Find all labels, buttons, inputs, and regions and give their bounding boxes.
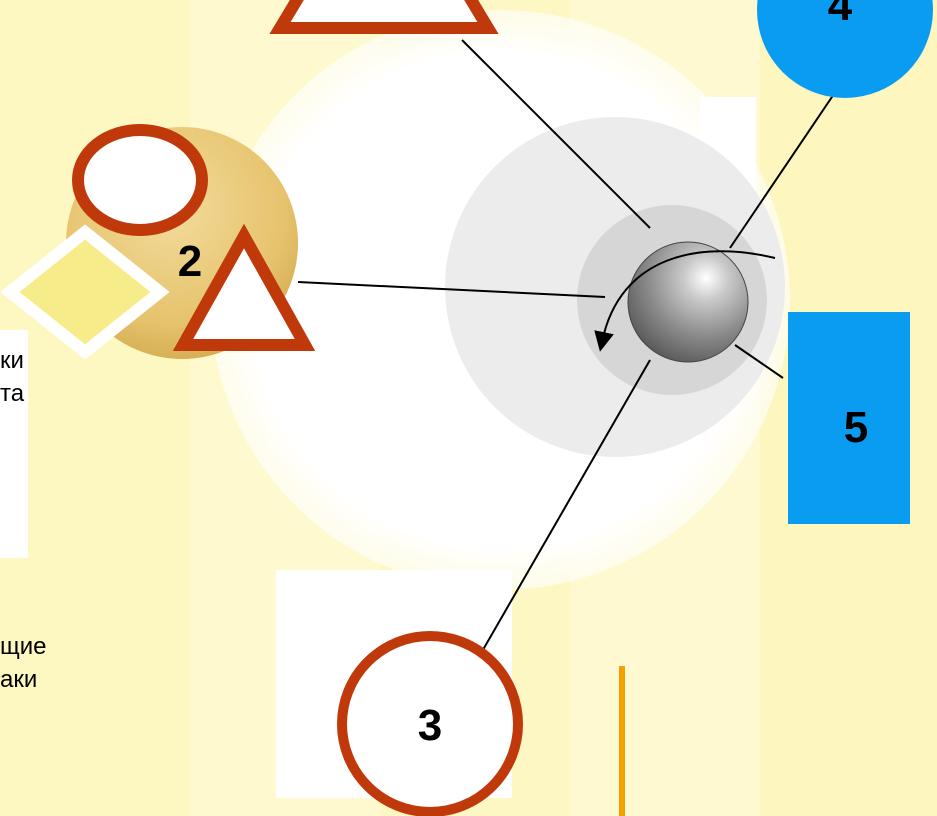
connector-1	[461, 39, 651, 229]
metal-sphere	[627, 241, 749, 363]
connector-2	[297, 281, 606, 298]
blue-rectangle-5	[788, 312, 910, 524]
connector-4	[729, 87, 839, 249]
left-text-block-1: ки та	[0, 344, 24, 410]
connector-5	[734, 344, 784, 379]
red-circle-3	[337, 631, 523, 816]
blue-circle-4	[757, 0, 933, 98]
label-4: 4	[828, 0, 853, 30]
rotation-arrow-icon	[594, 250, 776, 352]
circle-shape-red	[72, 124, 208, 236]
left-text-line-4: аки	[0, 666, 38, 693]
left-text-block-2: щие аки	[0, 630, 47, 696]
diamond-shape	[0, 224, 170, 360]
left-text-line-2: та	[0, 380, 25, 407]
label-3: 3	[418, 701, 442, 750]
orange-divider	[619, 666, 625, 816]
triangle-shape-top	[269, 0, 499, 34]
triangle-shape-2	[172, 223, 316, 351]
white-block-left	[0, 330, 28, 558]
label-2: 2	[178, 237, 202, 286]
left-text-line-3: щие	[0, 633, 47, 660]
left-text-line-1: ки	[0, 347, 24, 374]
connector-3	[479, 359, 651, 656]
label-5: 5	[844, 403, 868, 452]
